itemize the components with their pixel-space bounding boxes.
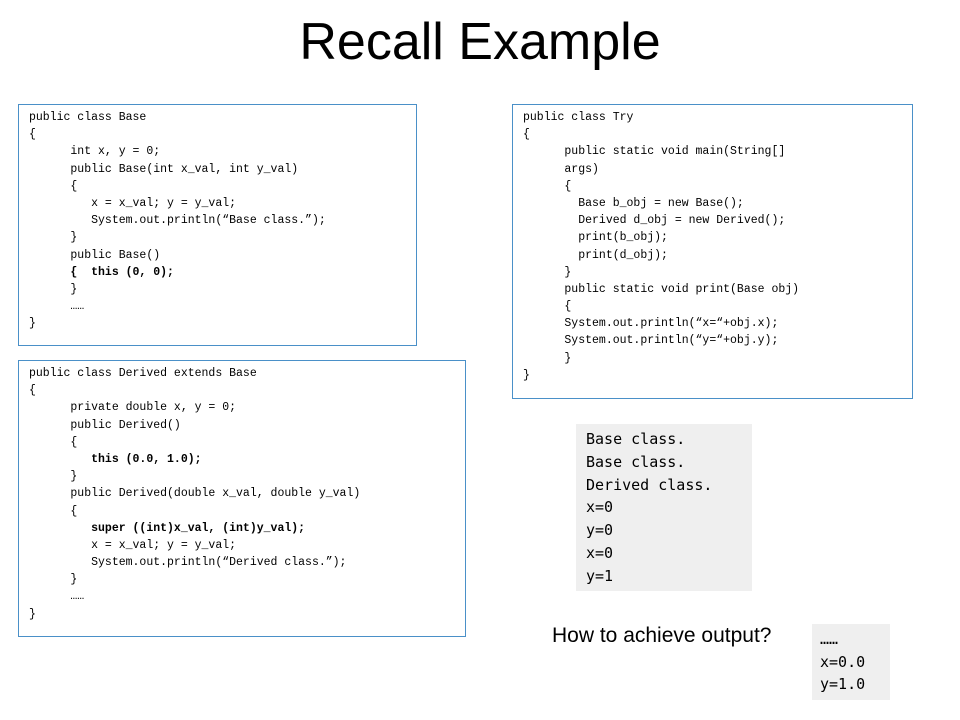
desired-output-line: x=0.0 [820, 652, 866, 671]
code-line: public class Try [523, 111, 634, 124]
output-line: Base class. [586, 452, 686, 471]
code-line: } [29, 470, 78, 484]
code-lines: public class Base { int x, y = 0; public … [29, 109, 406, 332]
code-line: } [29, 282, 78, 296]
code-line: …… [29, 590, 85, 604]
code-line: public static void print(Base obj) [523, 282, 800, 296]
code-line: { [29, 128, 36, 142]
code-line: public Base() [29, 248, 161, 262]
code-line: this (0.0, 1.0); [29, 452, 202, 466]
code-line: } [523, 368, 530, 382]
code-box-derived-class: public class Derived extends Base { priva… [18, 360, 466, 637]
code-line: { this (0, 0); [29, 265, 174, 279]
code-line: } [29, 573, 78, 587]
desired-output: …… x=0.0 y=1.0 [812, 624, 890, 700]
code-line: { [29, 435, 78, 449]
code-box-try-class: public class Try { public static void mai… [512, 104, 913, 399]
code-line: { [523, 179, 572, 193]
output-line: Derived class. [586, 475, 713, 494]
code-line: public class Base [29, 111, 147, 124]
code-line: private double x, y = 0; [29, 401, 237, 415]
output-line: x=0 [586, 543, 614, 562]
console-output: Base class. Base class. Derived class. x=0 y… [576, 424, 752, 591]
code-line: { [29, 504, 78, 518]
code-line: public class Derived extends Base [29, 367, 257, 380]
code-line: Base b_obj = new Base(); [523, 196, 744, 210]
code-line: print(b_obj); [523, 231, 668, 245]
question-text: How to achieve output? [552, 624, 772, 647]
output-lines: Base class. Base class. Derived class. x=0 y… [586, 428, 742, 588]
code-line: System.out.println(“x=“+obj.x); [523, 317, 779, 331]
code-line: } [29, 231, 78, 245]
output-line: y=0 [586, 521, 614, 540]
code-lines: public class Try { public static void mai… [523, 109, 902, 384]
code-line: public Base(int x_val, int y_val) [29, 162, 299, 176]
output-line: Base class. [586, 430, 686, 448]
output-line: y=1 [586, 566, 614, 585]
code-line: Derived d_obj = new Derived(); [523, 214, 786, 228]
code-line: super ((int)x_val, (int)y_val); [29, 521, 306, 535]
code-line: args) [523, 162, 599, 176]
desired-output-line: y=1.0 [820, 675, 866, 693]
desired-output-lines: …… x=0.0 y=1.0 [820, 628, 882, 696]
code-lines: public class Derived extends Base { priva… [29, 365, 455, 623]
code-line: System.out.println(“Base class.”); [29, 214, 326, 228]
slide-title: Recall Example [299, 13, 661, 71]
code-line: } [29, 607, 36, 621]
code-line: System.out.println(“Derived class.”); [29, 556, 347, 570]
code-line: } [523, 265, 572, 279]
code-box-base-class: public class Base { int x, y = 0; public … [18, 104, 417, 346]
code-line: { [29, 384, 36, 398]
code-line: …… [29, 300, 85, 314]
code-line: print(d_obj); [523, 248, 668, 262]
output-line: x=0 [586, 498, 614, 517]
code-line: { [523, 128, 530, 142]
code-line: public Derived() [29, 418, 181, 432]
desired-output-line: …… [820, 630, 839, 648]
code-line: } [523, 351, 572, 365]
code-line: int x, y = 0; [29, 145, 161, 159]
code-line: } [29, 317, 36, 331]
code-line: { [29, 179, 78, 193]
code-line: System.out.println(“y=“+obj.y); [523, 334, 779, 348]
code-line: x = x_val; y = y_val; [29, 196, 237, 210]
code-line: { [523, 300, 572, 314]
code-line: public static void main(String[] [523, 145, 786, 159]
code-line: x = x_val; y = y_val; [29, 538, 237, 552]
code-line: public Derived(double x_val, double y_va… [29, 487, 361, 501]
